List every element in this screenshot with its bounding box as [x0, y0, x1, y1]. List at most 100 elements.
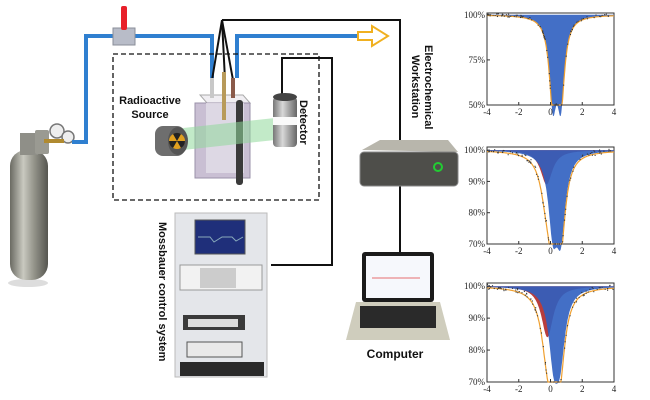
data-point: [517, 153, 519, 155]
data-point: [559, 381, 561, 383]
data-point: [589, 288, 591, 290]
data-point: [600, 16, 602, 18]
data-point: [528, 160, 531, 162]
data-point: [596, 288, 598, 290]
data-point: [588, 154, 590, 156]
data-point: [599, 152, 601, 154]
detector-label: Detector: [297, 100, 309, 145]
data-point: [526, 296, 528, 298]
gas-outlet-pipe: [235, 34, 358, 78]
data-point: [494, 149, 496, 151]
data-point: [548, 239, 550, 241]
data-point: [573, 166, 575, 168]
data-point: [547, 56, 549, 58]
gamma-beam: [165, 118, 275, 152]
data-point: [515, 14, 517, 16]
data-point: [591, 154, 594, 156]
data-point: [564, 347, 566, 349]
data-point: [591, 151, 593, 154]
radioactive-source-label: Source: [131, 109, 168, 121]
electrochemical-workstation[interactable]: [359, 140, 459, 187]
data-point: [527, 18, 529, 20]
data-point: [502, 288, 505, 290]
power-led-icon: [433, 162, 443, 172]
data-point: [535, 173, 538, 175]
data-point: [553, 381, 555, 383]
data-point: [557, 243, 559, 245]
y-tick-label: 75%: [469, 55, 486, 65]
data-point: [553, 243, 555, 245]
data-point: [566, 325, 569, 327]
data-point: [608, 148, 610, 150]
data-point: [545, 220, 547, 222]
data-point: [515, 16, 517, 18]
data-point: [589, 152, 592, 155]
data-point: [563, 219, 566, 221]
data-point: [576, 297, 578, 299]
data-point: [489, 15, 491, 17]
data-point: [580, 20, 583, 22]
data-point: [565, 208, 567, 210]
y-tick-label: 90%: [469, 313, 486, 323]
data-point: [520, 16, 522, 18]
x-tick-label: 0: [548, 107, 553, 117]
data-point: [549, 84, 551, 86]
data-point: [490, 150, 493, 152]
data-point: [508, 13, 510, 15]
data-point: [492, 151, 495, 153]
x-tick-label: 2: [580, 246, 585, 256]
data-point: [561, 104, 563, 106]
data-point: [543, 205, 545, 208]
x-tick-label: -4: [483, 246, 491, 256]
data-point: [537, 24, 539, 26]
data-point: [569, 315, 571, 317]
data-point: [507, 16, 509, 18]
data-point: [531, 19, 533, 21]
data-point: [521, 155, 523, 157]
data-point: [518, 291, 520, 293]
computer-label: Computer: [367, 347, 424, 361]
data-point: [548, 73, 550, 75]
data-point: [542, 202, 544, 204]
data-point: [549, 87, 551, 89]
data-point: [493, 287, 495, 290]
valve-icon[interactable]: [112, 6, 136, 46]
subspectrum-doublet-blue: [487, 14, 614, 117]
data-point: [545, 369, 547, 371]
data-point: [547, 237, 549, 239]
data-point: [573, 301, 575, 303]
workstation-label: Workstation: [409, 55, 421, 119]
data-point: [598, 287, 600, 289]
data-point: [516, 14, 518, 16]
data-point: [523, 290, 526, 292]
computer-laptop[interactable]: [346, 252, 450, 340]
data-point: [587, 291, 589, 293]
x-tick-label: -2: [515, 384, 523, 394]
data-point: [486, 283, 489, 285]
data-point: [565, 55, 567, 57]
radioactive-source: [155, 126, 188, 156]
data-point: [537, 175, 539, 178]
data-point: [594, 154, 596, 156]
data-point: [498, 287, 500, 289]
y-tick-label: 100%: [464, 281, 486, 291]
data-point: [516, 288, 519, 290]
data-point: [501, 151, 504, 153]
data-point: [543, 34, 545, 36]
mossbauer-label: Mossbauer control system: [156, 222, 168, 362]
data-point: [585, 292, 587, 294]
subspectrum-doublet-blue: [487, 286, 614, 384]
data-point: [593, 150, 595, 152]
data-point: [530, 162, 532, 164]
data-point: [501, 14, 503, 17]
data-point: [583, 294, 585, 296]
data-point: [516, 289, 519, 291]
data-point: [609, 150, 612, 152]
data-point: [576, 21, 578, 23]
data-point: [505, 288, 507, 290]
data-point: [496, 13, 498, 15]
data-point: [525, 154, 527, 157]
